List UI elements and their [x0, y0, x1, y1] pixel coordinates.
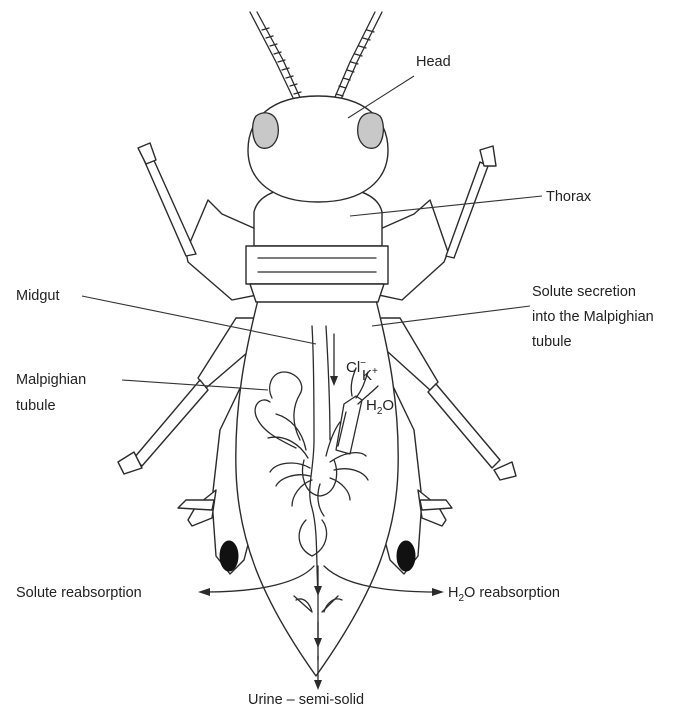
- right-antenna: [332, 12, 382, 104]
- left-antenna: [250, 12, 303, 104]
- right-hind-leg-spot: [397, 541, 415, 571]
- abdomen: [236, 300, 398, 676]
- thorax: [246, 186, 388, 302]
- solute-secretion-line-2: into the Malpighian: [532, 309, 654, 325]
- head: [248, 96, 388, 202]
- left-front-leg: [138, 143, 262, 300]
- malpighian-tubule-line-1: Malpighian: [16, 372, 86, 388]
- solute-reabsorption-label: Solute reabsorption: [16, 585, 142, 601]
- malpighian-tubule-line-2: tubule: [16, 398, 56, 414]
- right-front-leg: [374, 146, 496, 300]
- malpighian-tubule-label: Malpighian tubule: [16, 372, 90, 414]
- head-label: Head: [416, 54, 451, 70]
- left-compound-eye: [253, 113, 279, 148]
- midgut-label: Midgut: [16, 288, 60, 304]
- right-compound-eye: [358, 113, 384, 148]
- solute-secretion-label: Solute secretion into the Malpighian tub…: [532, 284, 658, 350]
- solute-secretion-line-3: tubule: [532, 334, 572, 350]
- solute-secretion-line-1: Solute secretion: [532, 284, 636, 300]
- water-reabsorption-label: H2O reabsorption: [448, 585, 560, 604]
- urine-label: Urine – semi-solid: [248, 692, 364, 708]
- left-hind-leg-spot: [220, 541, 238, 571]
- thorax-label: Thorax: [546, 189, 592, 205]
